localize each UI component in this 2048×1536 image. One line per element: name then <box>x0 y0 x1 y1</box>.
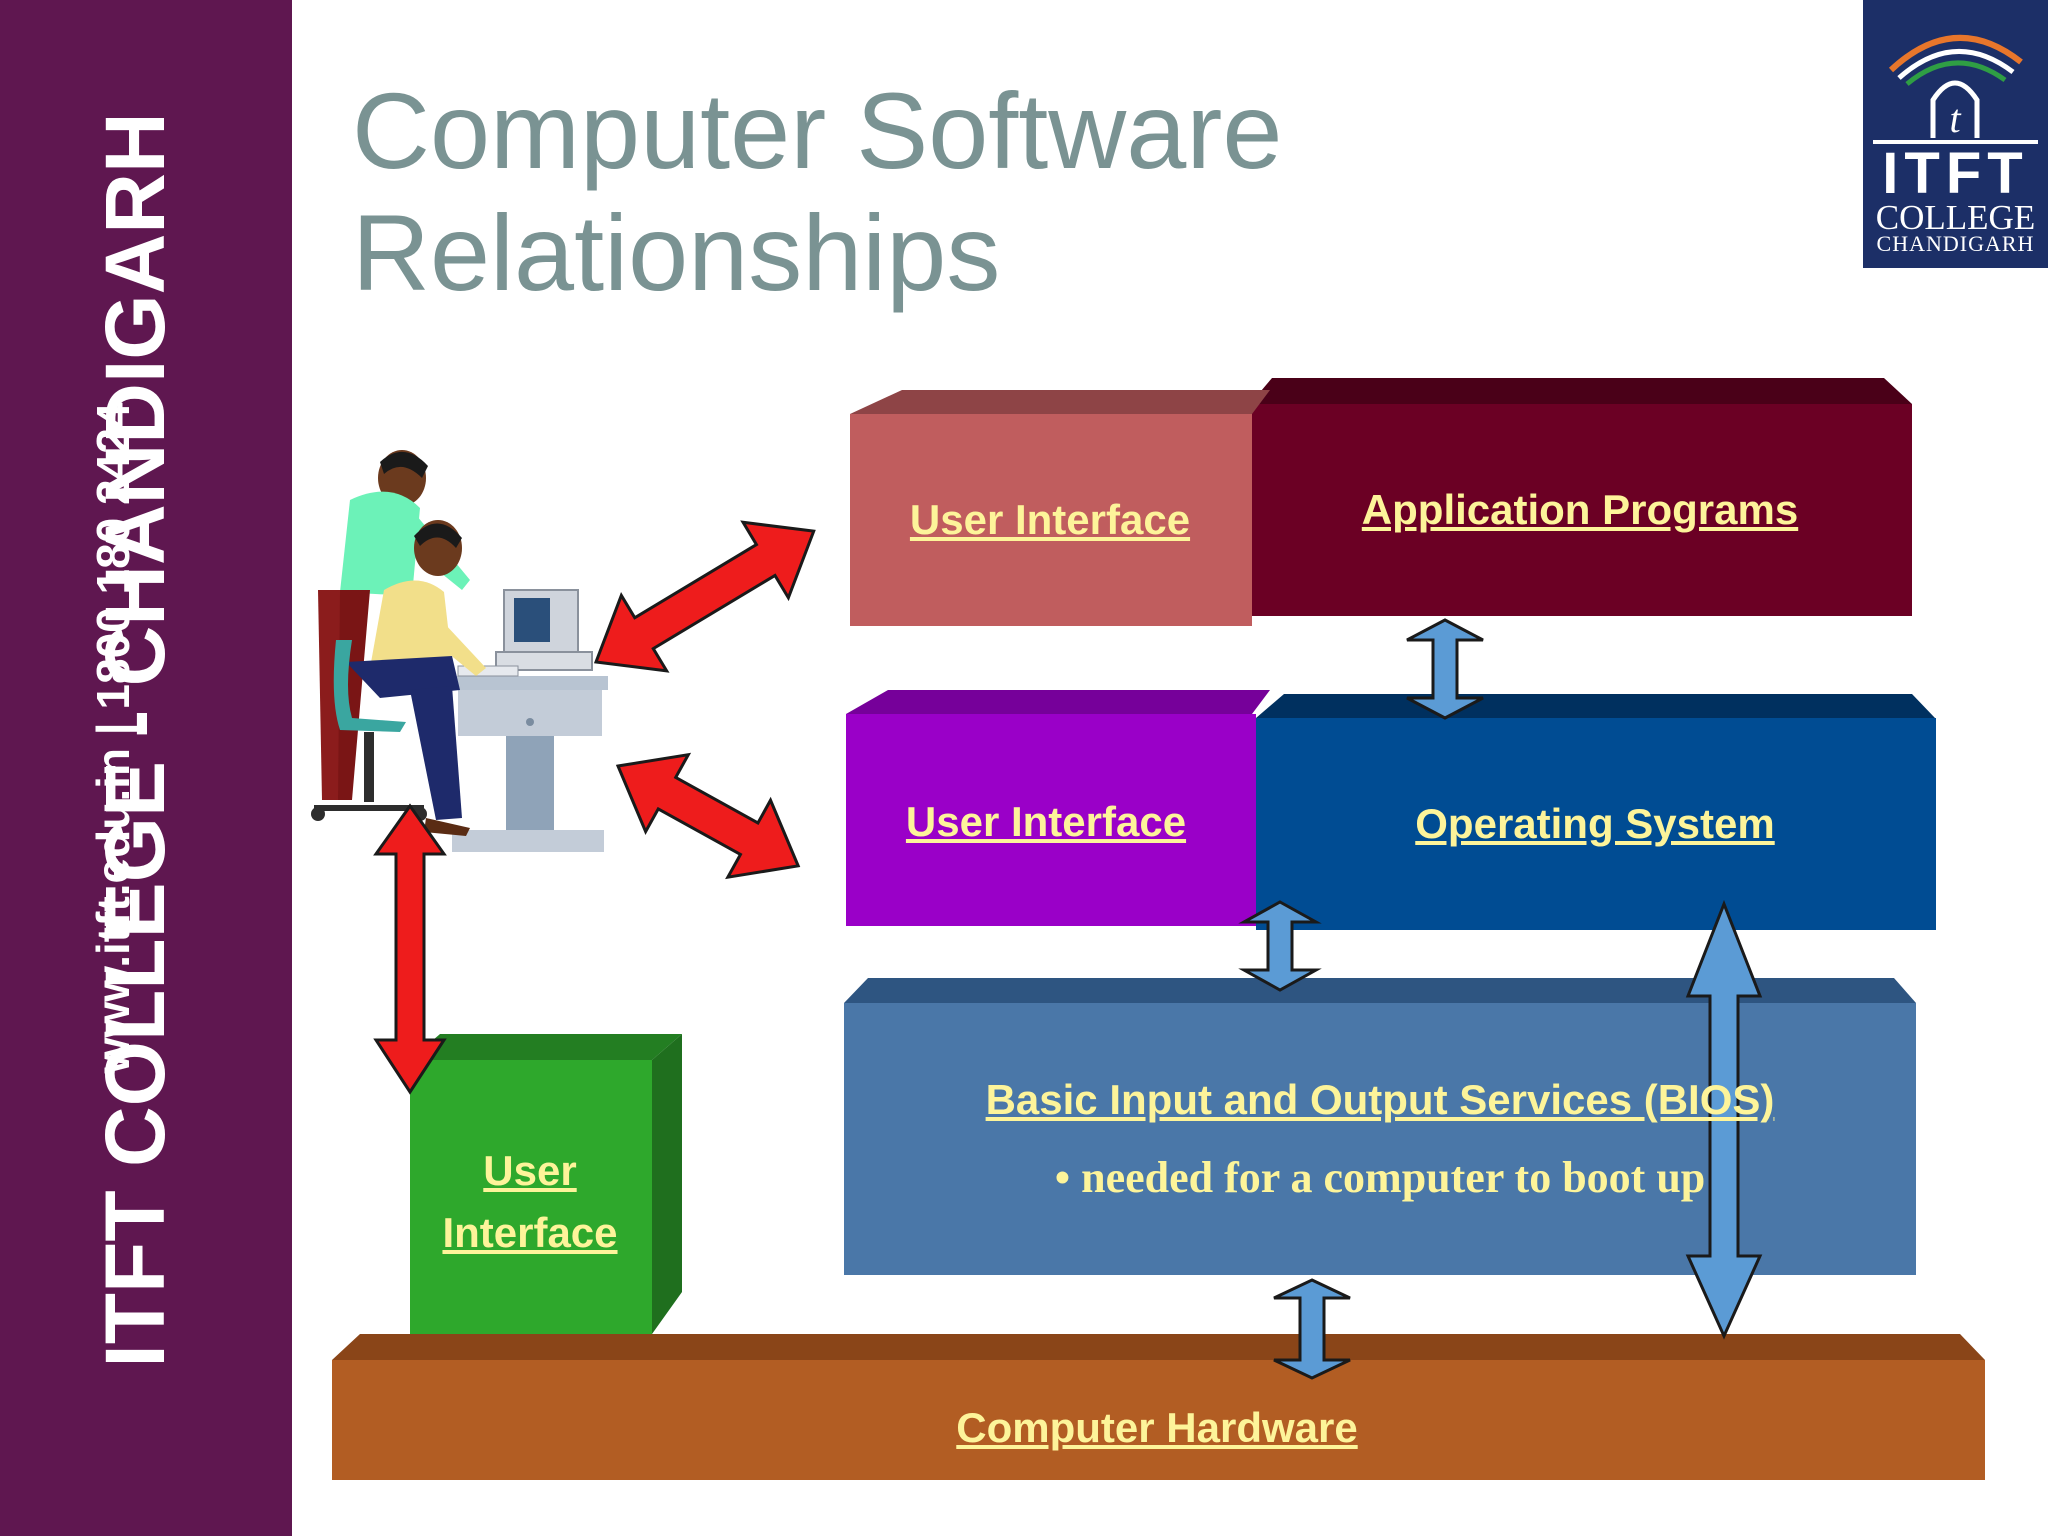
application-programs-label[interactable]: Application Programs <box>1361 486 1799 533</box>
college-logo: t ITFT COLLEGE CHANDIGARH <box>1863 0 2048 268</box>
users-at-computer-icon <box>311 450 608 852</box>
arrow-user-ui-top-icon <box>593 520 816 673</box>
arrow-os-hardware-icon <box>1685 899 1763 1340</box>
sidebar-banner: ITFT COLLEGE - CHANDIGARH www.itft.edu.i… <box>0 0 292 1536</box>
logo-city: CHANDIGARH <box>1876 231 2035 256</box>
computer-hardware-label[interactable]: Computer Hardware <box>956 1404 1358 1451</box>
operating-system-label[interactable]: Operating System <box>1415 800 1775 847</box>
ui-green-block <box>410 1034 682 1334</box>
slide-title-line2: Relationships <box>352 192 1001 313</box>
os-block <box>1256 694 1936 930</box>
ui-green-label[interactable]: User Interface <box>442 1147 618 1256</box>
slide-title-line1: Computer Software <box>352 70 1283 191</box>
arrow-app-os-icon <box>1406 618 1484 720</box>
bios-label[interactable]: Basic Input and Output Services (BIOS) <box>985 1076 1775 1123</box>
arrow-user-ui-mid-icon <box>615 752 801 880</box>
ui-mid-block <box>846 690 1270 926</box>
hardware-block <box>332 1334 1985 1480</box>
ui-mid-label[interactable]: User Interface <box>905 798 1187 845</box>
arrow-bios-hardware-icon <box>1273 1278 1351 1380</box>
arrow-user-ui-green-icon <box>373 803 447 1095</box>
logo-name: ITFT <box>1882 141 2029 206</box>
svg-text:t: t <box>1949 96 1961 141</box>
ui-top-block <box>850 390 1270 626</box>
logo-emblem-icon: t <box>1873 34 2038 144</box>
bios-block <box>844 978 1916 1275</box>
slide-title: Computer Software Relationships <box>352 70 1282 314</box>
application-programs-block <box>1250 378 1912 616</box>
bios-note: • needed for a computer to boot up <box>1054 1153 1706 1202</box>
logo-college: COLLEGE <box>1875 198 2036 237</box>
ui-top-label[interactable]: User Interface <box>909 496 1191 543</box>
arrow-os-bios-icon <box>1238 900 1322 992</box>
